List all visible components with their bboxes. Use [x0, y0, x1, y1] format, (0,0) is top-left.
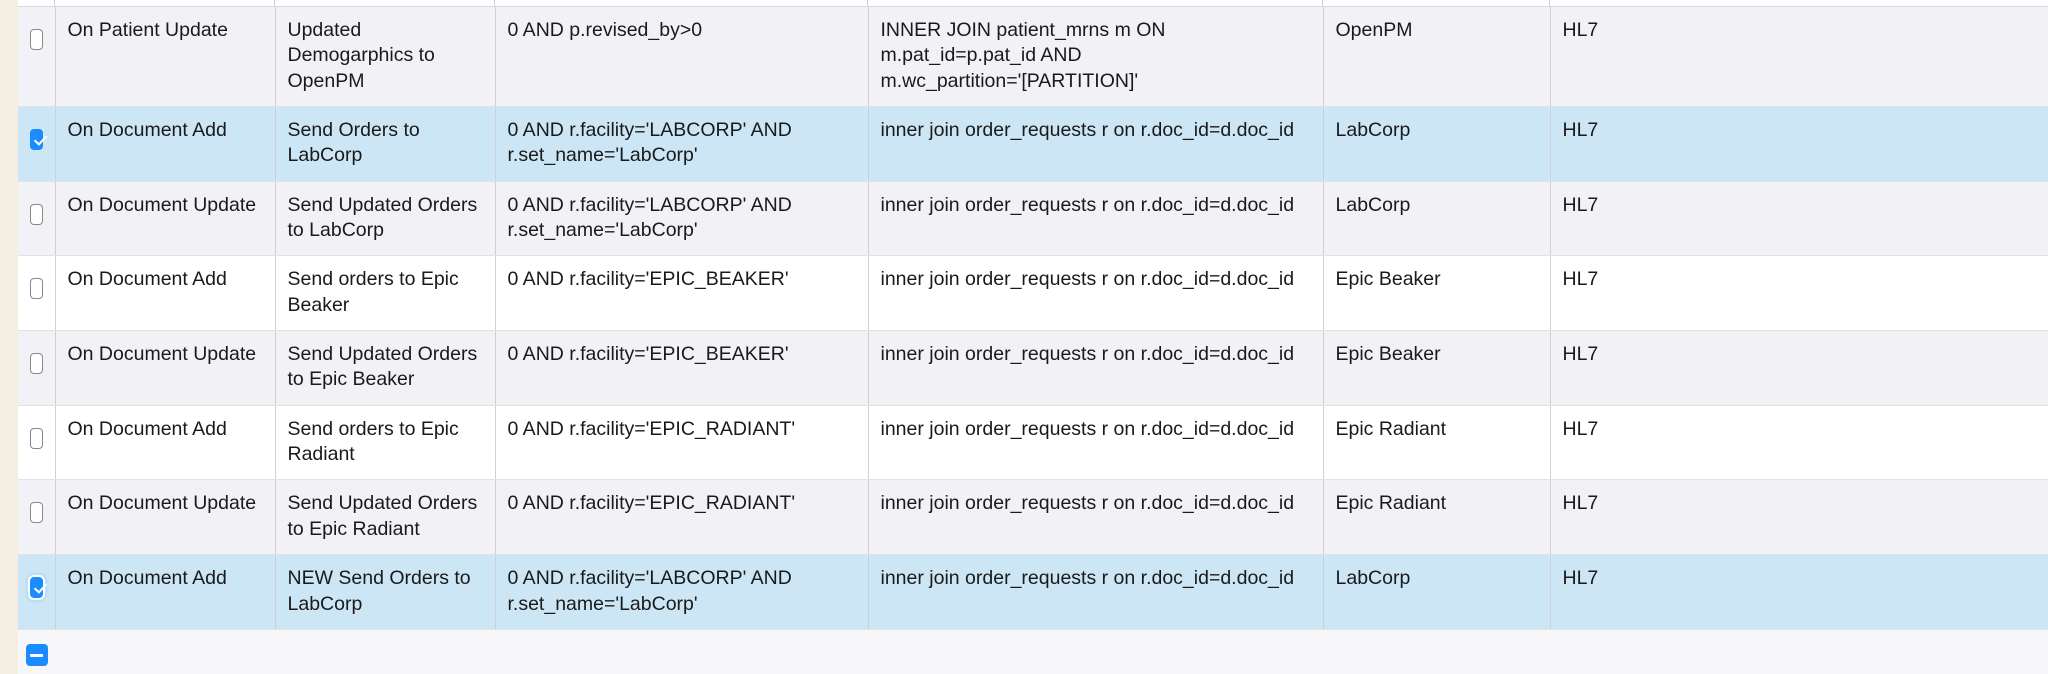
cell-rule_name: Send Updated Orders to Epic Beaker [275, 330, 496, 406]
row-checkbox-unchecked[interactable] [30, 502, 43, 524]
row-select-cell[interactable] [18, 405, 56, 481]
cell-format: HL7 [1550, 255, 2048, 332]
minus-square-icon[interactable] [25, 644, 48, 667]
row-select-cell[interactable] [18, 330, 56, 406]
row-select-cell[interactable] [18, 181, 56, 257]
cell-rule_name: Send Orders to LabCorp [275, 106, 496, 182]
row-select-cell[interactable] [18, 479, 56, 556]
cell-rule_name: Send orders to Epic Beaker [275, 255, 496, 332]
cell-condition: 0 AND r.facility='EPIC_BEAKER' [495, 330, 869, 406]
cell-destination: Epic Beaker [1323, 330, 1551, 406]
cell-condition: 0 AND r.facility='EPIC_BEAKER' [495, 255, 869, 332]
column-header-sliver [18, 0, 2048, 7]
row-select-wrapper [28, 566, 45, 601]
cell-event: On Document Update [55, 330, 276, 406]
cell-join_clause: inner join order_requests r on r.doc_id=… [868, 479, 1324, 556]
row-checkbox-checked[interactable] [30, 129, 43, 151]
row-checkbox-unchecked[interactable] [30, 427, 43, 449]
cell-format: HL7 [1550, 7, 2048, 108]
row-checkbox-unchecked[interactable] [30, 278, 43, 300]
cell-destination: Epic Radiant [1323, 405, 1551, 481]
row-select-cell[interactable] [18, 106, 56, 182]
cell-condition: 0 AND p.revised_by>0 [495, 7, 869, 108]
cell-event: On Document Add [55, 554, 276, 630]
cell-format: HL7 [1550, 405, 2048, 481]
cell-event: On Document Add [55, 255, 276, 332]
header-sliver-select [18, 0, 55, 6]
row-select-wrapper [30, 267, 43, 300]
group-expander-gutter [18, 644, 55, 667]
header-sliver-destination [1323, 0, 1550, 6]
group-expander-strip [18, 629, 2048, 674]
row-checkbox-unchecked[interactable] [30, 203, 43, 225]
header-sliver-rule-name [275, 0, 495, 6]
row-select-cell[interactable] [18, 554, 56, 630]
cell-join_clause: inner join order_requests r on r.doc_id=… [868, 554, 1324, 630]
cell-destination: OpenPM [1323, 7, 1551, 108]
header-sliver-event [55, 0, 275, 6]
row-checkbox-unchecked[interactable] [30, 353, 43, 375]
header-sliver-join [868, 0, 1323, 6]
cell-format: HL7 [1550, 106, 2048, 182]
cell-format: HL7 [1550, 479, 2048, 556]
cell-destination: LabCorp [1323, 181, 1551, 257]
row-select-wrapper [30, 417, 43, 449]
header-sliver-condition [495, 0, 868, 6]
cell-format: HL7 [1550, 181, 2048, 257]
cell-destination: Epic Beaker [1323, 255, 1551, 332]
cell-event: On Document Update [55, 181, 276, 257]
cell-destination: Epic Radiant [1323, 479, 1551, 556]
cell-format: HL7 [1550, 330, 2048, 406]
cell-join_clause: inner join order_requests r on r.doc_id=… [868, 106, 1324, 182]
cell-event: On Document Add [55, 106, 276, 182]
cell-join_clause: inner join order_requests r on r.doc_id=… [868, 181, 1324, 257]
page-left-gutter [0, 0, 18, 674]
cell-condition: 0 AND r.facility='EPIC_RADIANT' [495, 405, 869, 481]
cell-rule_name: Updated Demogarphics to OpenPM [275, 7, 496, 108]
cell-rule_name: NEW Send Orders to LabCorp [275, 554, 496, 630]
cell-condition: 0 AND r.facility='LABCORP' AND r.set_nam… [495, 181, 869, 257]
cell-join_clause: inner join order_requests r on r.doc_id=… [868, 405, 1324, 481]
row-checkbox-unchecked[interactable] [30, 29, 43, 50]
cell-format: HL7 [1550, 554, 2048, 630]
cell-condition: 0 AND r.facility='LABCORP' AND r.set_nam… [495, 106, 869, 182]
cell-event: On Document Add [55, 405, 276, 481]
row-select-wrapper [30, 18, 43, 50]
cell-destination: LabCorp [1323, 106, 1551, 182]
row-select-wrapper [30, 491, 43, 524]
row-select-wrapper [30, 193, 43, 225]
cell-condition: 0 AND r.facility='EPIC_RADIANT' [495, 479, 869, 556]
cell-event: On Document Update [55, 479, 276, 556]
row-select-cell[interactable] [18, 7, 56, 108]
cell-destination: LabCorp [1323, 554, 1551, 630]
row-select-wrapper [30, 118, 43, 151]
cell-event: On Patient Update [55, 7, 276, 108]
cell-condition: 0 AND r.facility='LABCORP' AND r.set_nam… [495, 554, 869, 630]
row-select-wrapper [30, 342, 43, 375]
cell-join_clause: inner join order_requests r on r.doc_id=… [868, 330, 1324, 406]
row-checkbox-checked[interactable] [28, 575, 45, 601]
cell-rule_name: Send orders to Epic Radiant [275, 405, 496, 481]
cell-rule_name: Send Updated Orders to LabCorp [275, 181, 496, 257]
cell-join_clause: inner join order_requests r on r.doc_id=… [868, 255, 1324, 332]
cell-join_clause: INNER JOIN patient_mrns m ON m.pat_id=p.… [868, 7, 1324, 108]
row-select-cell[interactable] [18, 255, 56, 332]
cell-rule_name: Send Updated Orders to Epic Radiant [275, 479, 496, 556]
header-sliver-format [1550, 0, 2048, 6]
